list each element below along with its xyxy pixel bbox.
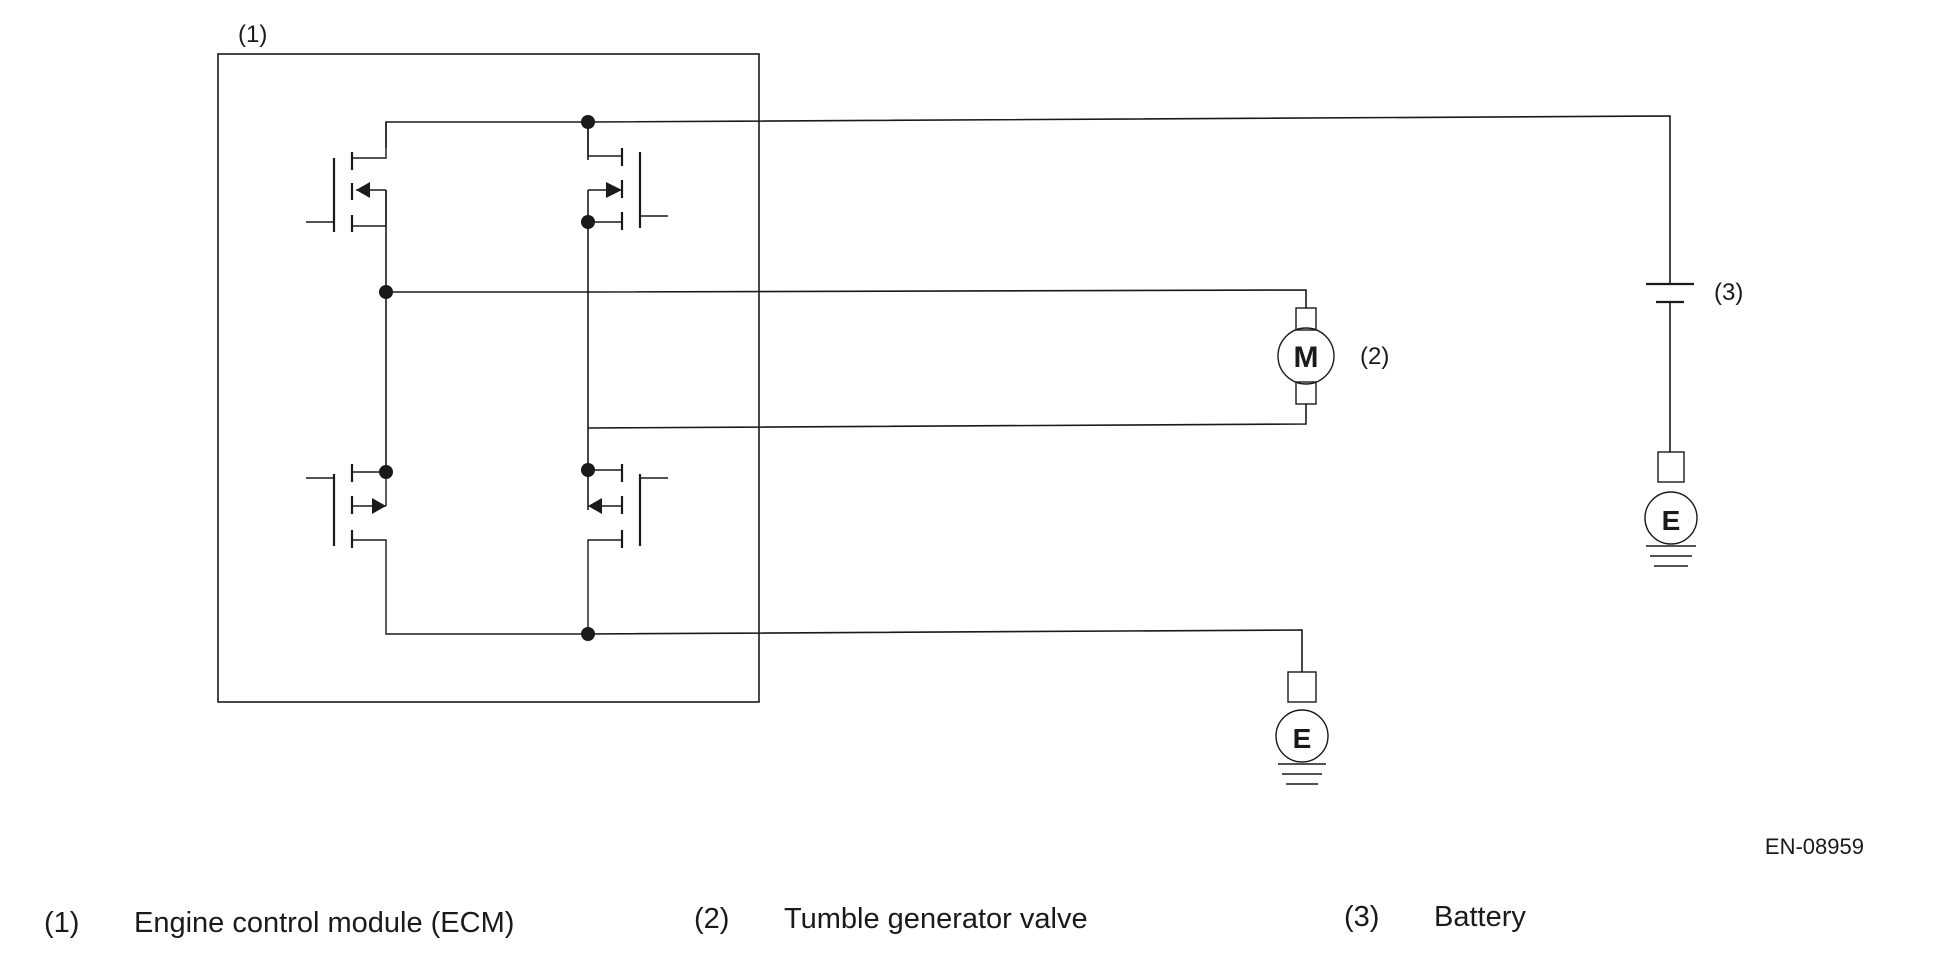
ground-battery-symbol: E xyxy=(1644,451,1698,567)
node-lower-right xyxy=(581,463,595,477)
motor-letter: M xyxy=(1294,341,1319,374)
ground-ecm-symbol: E xyxy=(1275,671,1329,785)
figure-code: EN-08959 xyxy=(1765,834,1864,859)
battery-callout: (3) xyxy=(1714,279,1743,306)
ecm-box xyxy=(217,53,760,703)
supply-wire xyxy=(385,115,1671,284)
motor-wire-a xyxy=(386,289,1307,308)
legend-text-1: Engine control module (ECM) xyxy=(134,907,514,939)
legend-text-3: Battery xyxy=(1434,901,1526,933)
legend-num-1: (1) xyxy=(44,907,79,939)
node-top xyxy=(581,115,595,129)
battery-symbol xyxy=(1646,282,1694,452)
legend-text-2: Tumble generator valve xyxy=(784,903,1088,935)
node-bottom xyxy=(581,627,595,641)
motor-symbol: M xyxy=(1277,307,1335,405)
mosfet-upper-right xyxy=(587,122,668,230)
legend-num-3: (3) xyxy=(1344,901,1379,933)
legend: (1) Engine control module (ECM) (2) Tumb… xyxy=(44,901,1526,939)
legend-num-2: (2) xyxy=(694,903,729,935)
motor-wire-b xyxy=(587,404,1307,429)
node-lower-left xyxy=(379,465,393,479)
ground-wire xyxy=(587,629,1303,672)
mosfet-lower-left xyxy=(306,464,588,635)
valve-callout: (2) xyxy=(1360,343,1389,370)
ecm-callout: (1) xyxy=(238,21,267,48)
mosfet-lower-right xyxy=(587,464,668,634)
node-upper-right xyxy=(581,215,595,229)
ground-battery-letter: E xyxy=(1662,505,1681,536)
mosfet-upper-left xyxy=(306,122,387,232)
ground-ecm-letter: E xyxy=(1293,723,1312,754)
node-motor-a xyxy=(379,285,393,299)
